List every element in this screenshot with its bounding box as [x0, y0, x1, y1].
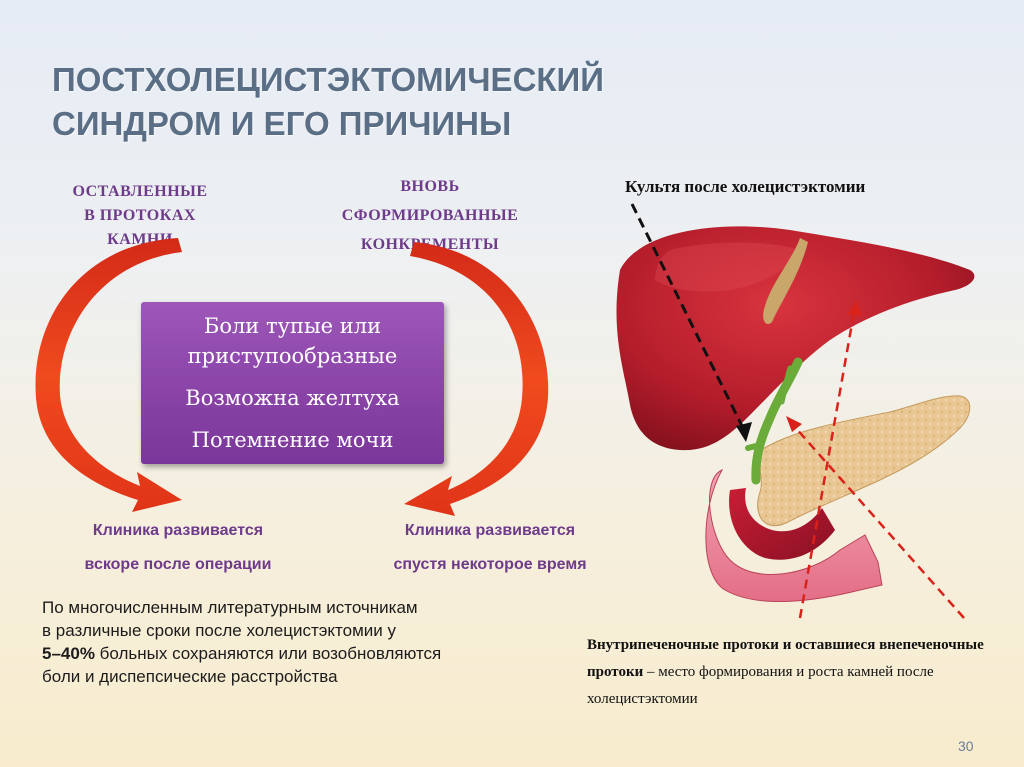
- clinic-late-line-1: Клиника развивается: [404, 522, 576, 539]
- stats-line-1: По многочисленным литературным источника…: [42, 598, 418, 617]
- clinic-early: Клиника развивается вскоре после операци…: [38, 514, 318, 582]
- stats-percentage: 5–40%: [42, 644, 95, 663]
- stats-line-3-rest: больных сохраняются или возобновляются: [94, 644, 442, 663]
- stump-label: Культя после холецистэктомии: [625, 177, 866, 196]
- clinic-late: Клиника развивается спустя некоторое вре…: [350, 514, 630, 582]
- cause-retained-stones-line-1: ОСТАВЛЕННЫЕ: [72, 183, 208, 200]
- ducts-caption: Внутрипеченочные протоки и оставшиеся вн…: [587, 632, 1017, 713]
- extrahepatic-duct-pointer: [793, 425, 965, 619]
- cystic-duct-stump: [745, 442, 763, 451]
- clinic-late-line-2: спустя некоторое время: [393, 556, 587, 573]
- liver-diagram: [616, 203, 975, 619]
- stump-pointer-arrowhead: [736, 422, 752, 442]
- liver: [616, 226, 975, 451]
- slide-title: ПОСТХОЛЕЦИСТЭКТОМИЧЕСКИЙ СИНДРОМ И ЕГО П…: [52, 58, 604, 146]
- stump-pointer-line: [630, 203, 746, 431]
- intrahepatic-duct-arrowhead: [848, 300, 862, 316]
- symptoms-box: Боли тупые или приступообразные Возможна…: [141, 302, 444, 464]
- cause-retained-stones: ОСТАВЛЕННЫЕ В ПРОТОКАХ КАМНИ: [40, 180, 240, 252]
- pancreas: [757, 395, 971, 527]
- falciform-ligament: [763, 238, 808, 325]
- right-curved-arrow: [404, 242, 549, 516]
- page-number: 30: [958, 738, 974, 754]
- duodenum-lumen: [729, 488, 835, 560]
- statistics-paragraph: По многочисленным литературным источника…: [42, 596, 582, 688]
- intrahepatic-duct-pointer: [798, 311, 856, 619]
- symptom-dark-urine: Потемнение мочи: [191, 428, 394, 452]
- slide-title-line-2: СИНДРОМ И ЕГО ПРИЧИНЫ: [52, 105, 512, 142]
- symptom-pain-line-2: приступообразные: [187, 344, 398, 368]
- clinic-early-line-2: вскоре после операции: [84, 556, 272, 573]
- liver-highlight: [655, 242, 800, 292]
- bile-duct-branch-left: [779, 365, 793, 405]
- curved-arrows: [35, 238, 549, 516]
- extrahepatic-duct-arrowhead: [786, 416, 802, 432]
- symptom-jaundice: Возможна желтуха: [185, 386, 400, 410]
- cause-new-concretions-line-2: СФОРМИРОВАННЫЕ: [341, 207, 519, 224]
- cause-retained-stones-line-2: В ПРОТОКАХ: [84, 207, 196, 224]
- stats-line-3: 5–40% больных сохраняются или возобновля…: [42, 642, 582, 665]
- stats-line-2: в различные сроки после холецистэктомии …: [42, 621, 396, 640]
- left-curved-arrow: [35, 238, 183, 512]
- ducts-caption-rest: – место формирования и роста камней посл…: [587, 664, 934, 707]
- clinic-early-line-1: Клиника развивается: [92, 522, 264, 539]
- ducts-caption-bold: Внутрипеченочные протоки и оставшиеся вн…: [587, 637, 984, 680]
- duodenum: [705, 468, 883, 603]
- slide-title-line-1: ПОСТХОЛЕЦИСТЭКТОМИЧЕСКИЙ: [52, 61, 604, 98]
- cause-new-concretions-line-1: ВНОВЬ: [400, 178, 460, 195]
- symptom-pain-line-1: Боли тупые или: [203, 314, 382, 338]
- stats-line-4: боли и диспепсические расстройства: [42, 667, 338, 686]
